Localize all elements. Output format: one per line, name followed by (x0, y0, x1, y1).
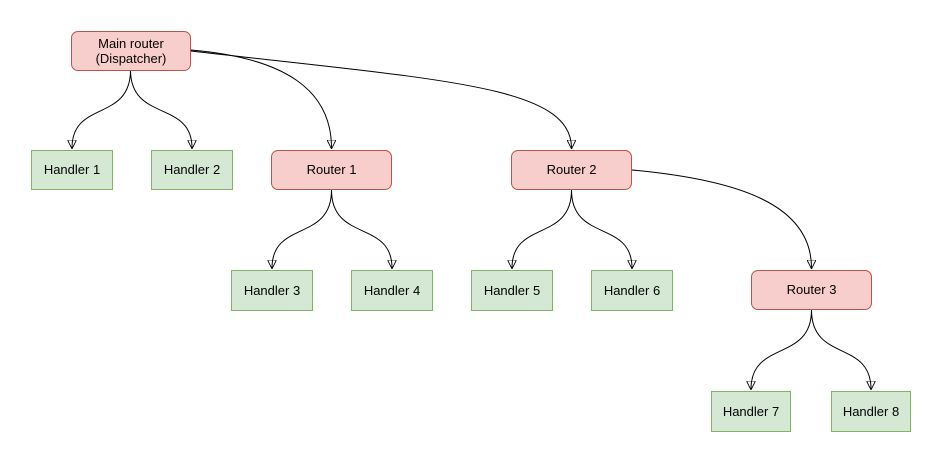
node-router-2: Router 2 (511, 150, 632, 190)
edge-router1-to-handler3 (272, 189, 332, 268)
node-main-router: Main router (Dispatcher) (71, 31, 191, 71)
node-router-1: Router 1 (271, 150, 392, 190)
edge-main-router-to-handler2 (130, 69, 193, 148)
edge-main-router-to-handler1 (72, 69, 131, 148)
node-handler-3: Handler 3 (231, 270, 313, 311)
node-handler-2: Handler 2 (151, 150, 233, 190)
node-router-3: Router 3 (751, 270, 872, 310)
node-handler-4: Handler 4 (351, 270, 433, 311)
edge-router3-to-handler8 (811, 309, 872, 389)
node-handler-8: Handler 8 (831, 391, 911, 432)
edge-router2-to-handler5 (512, 189, 572, 268)
node-handler-5: Handler 5 (471, 270, 553, 311)
node-handler-6: Handler 6 (591, 270, 673, 311)
edge-router2-to-handler6 (571, 189, 633, 268)
edge-main-router-to-router2 (190, 50, 572, 148)
node-handler-1: Handler 1 (31, 150, 113, 190)
edge-router2-to-router3 (631, 169, 812, 268)
edge-router3-to-handler7 (751, 309, 812, 389)
node-handler-7: Handler 7 (711, 391, 791, 432)
edge-router1-to-handler4 (331, 189, 393, 268)
edge-main-router-to-router1 (190, 49, 332, 148)
